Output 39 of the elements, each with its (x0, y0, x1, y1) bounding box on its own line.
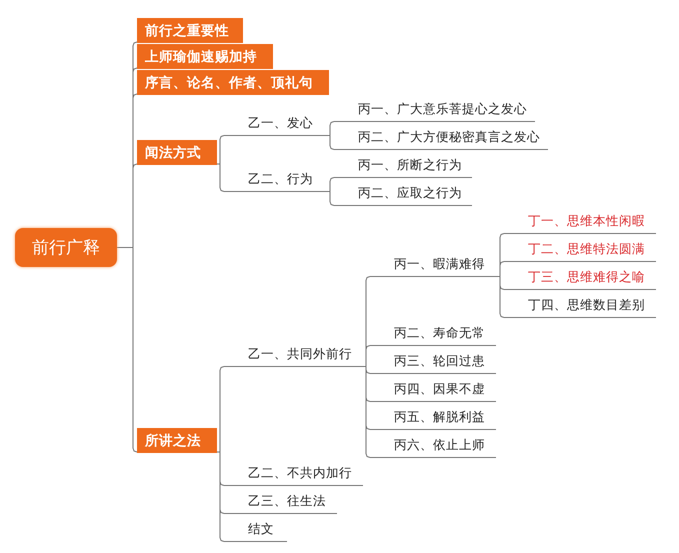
branch-connector (366, 366, 370, 458)
subtopic-label: 丙一、广大意乐菩提心之发心 (334, 98, 535, 122)
subtopic-label: 丁四、思维数目差别 (504, 294, 656, 318)
subtopic-label: 结文 (224, 518, 287, 542)
branch-connector (500, 276, 504, 318)
subtopic-label: 乙一、共同外前行 (224, 343, 366, 367)
topic-box: 序言、论名、作者、顶礼句 (137, 70, 329, 95)
subtopic-label: 乙二、行为 (224, 168, 330, 192)
root-topic-box: 前行广释 (15, 228, 117, 267)
subtopic-label: 乙二、不共内加行 (224, 462, 363, 486)
branch-connector (216, 164, 224, 192)
branch-connector (330, 177, 334, 192)
subtopic-label: 丙四、因果不虚 (370, 378, 496, 402)
branch-connector (216, 366, 224, 452)
branch-connector (216, 135, 224, 164)
subtopic-label: 丙二、寿命无常 (370, 322, 496, 346)
branch-connector (330, 135, 334, 150)
subtopic-label: 丙二、应取之行为 (334, 182, 472, 206)
topic-box: 所讲之法 (137, 428, 217, 453)
topic-box: 闻法方式 (137, 140, 217, 165)
branch-connector (500, 261, 504, 277)
subtopic-label: 丙六、依止上师 (370, 434, 496, 458)
subtopic-label: 丁一、思维本性闲暇 (504, 210, 656, 234)
subtopic-label: 丁三、思维难得之喻 (504, 266, 656, 290)
subtopic-label: 乙一、发心 (224, 112, 330, 136)
topic-box: 上师瑜伽速赐加持 (137, 44, 273, 69)
topic-box: 前行之重要性 (137, 18, 243, 43)
subtopic-label: 丁二、思维特法圆满 (504, 238, 656, 262)
branch-connector (330, 191, 334, 206)
subtopic-label: 丙三、轮回过患 (370, 350, 496, 374)
branch-connector (116, 247, 138, 452)
branch-connector (216, 452, 224, 542)
branch-connector (366, 345, 370, 367)
subtopic-label: 丙五、解脱利益 (370, 406, 496, 430)
subtopic-label: 丙二、广大方便秘密真言之发心 (334, 126, 548, 150)
subtopic-label: 乙三、往生法 (224, 490, 337, 514)
branch-connector (330, 121, 334, 136)
subtopic-label: 丙一、所断之行为 (334, 154, 472, 178)
subtopic-label: 丙一、暇满难得 (370, 253, 500, 277)
